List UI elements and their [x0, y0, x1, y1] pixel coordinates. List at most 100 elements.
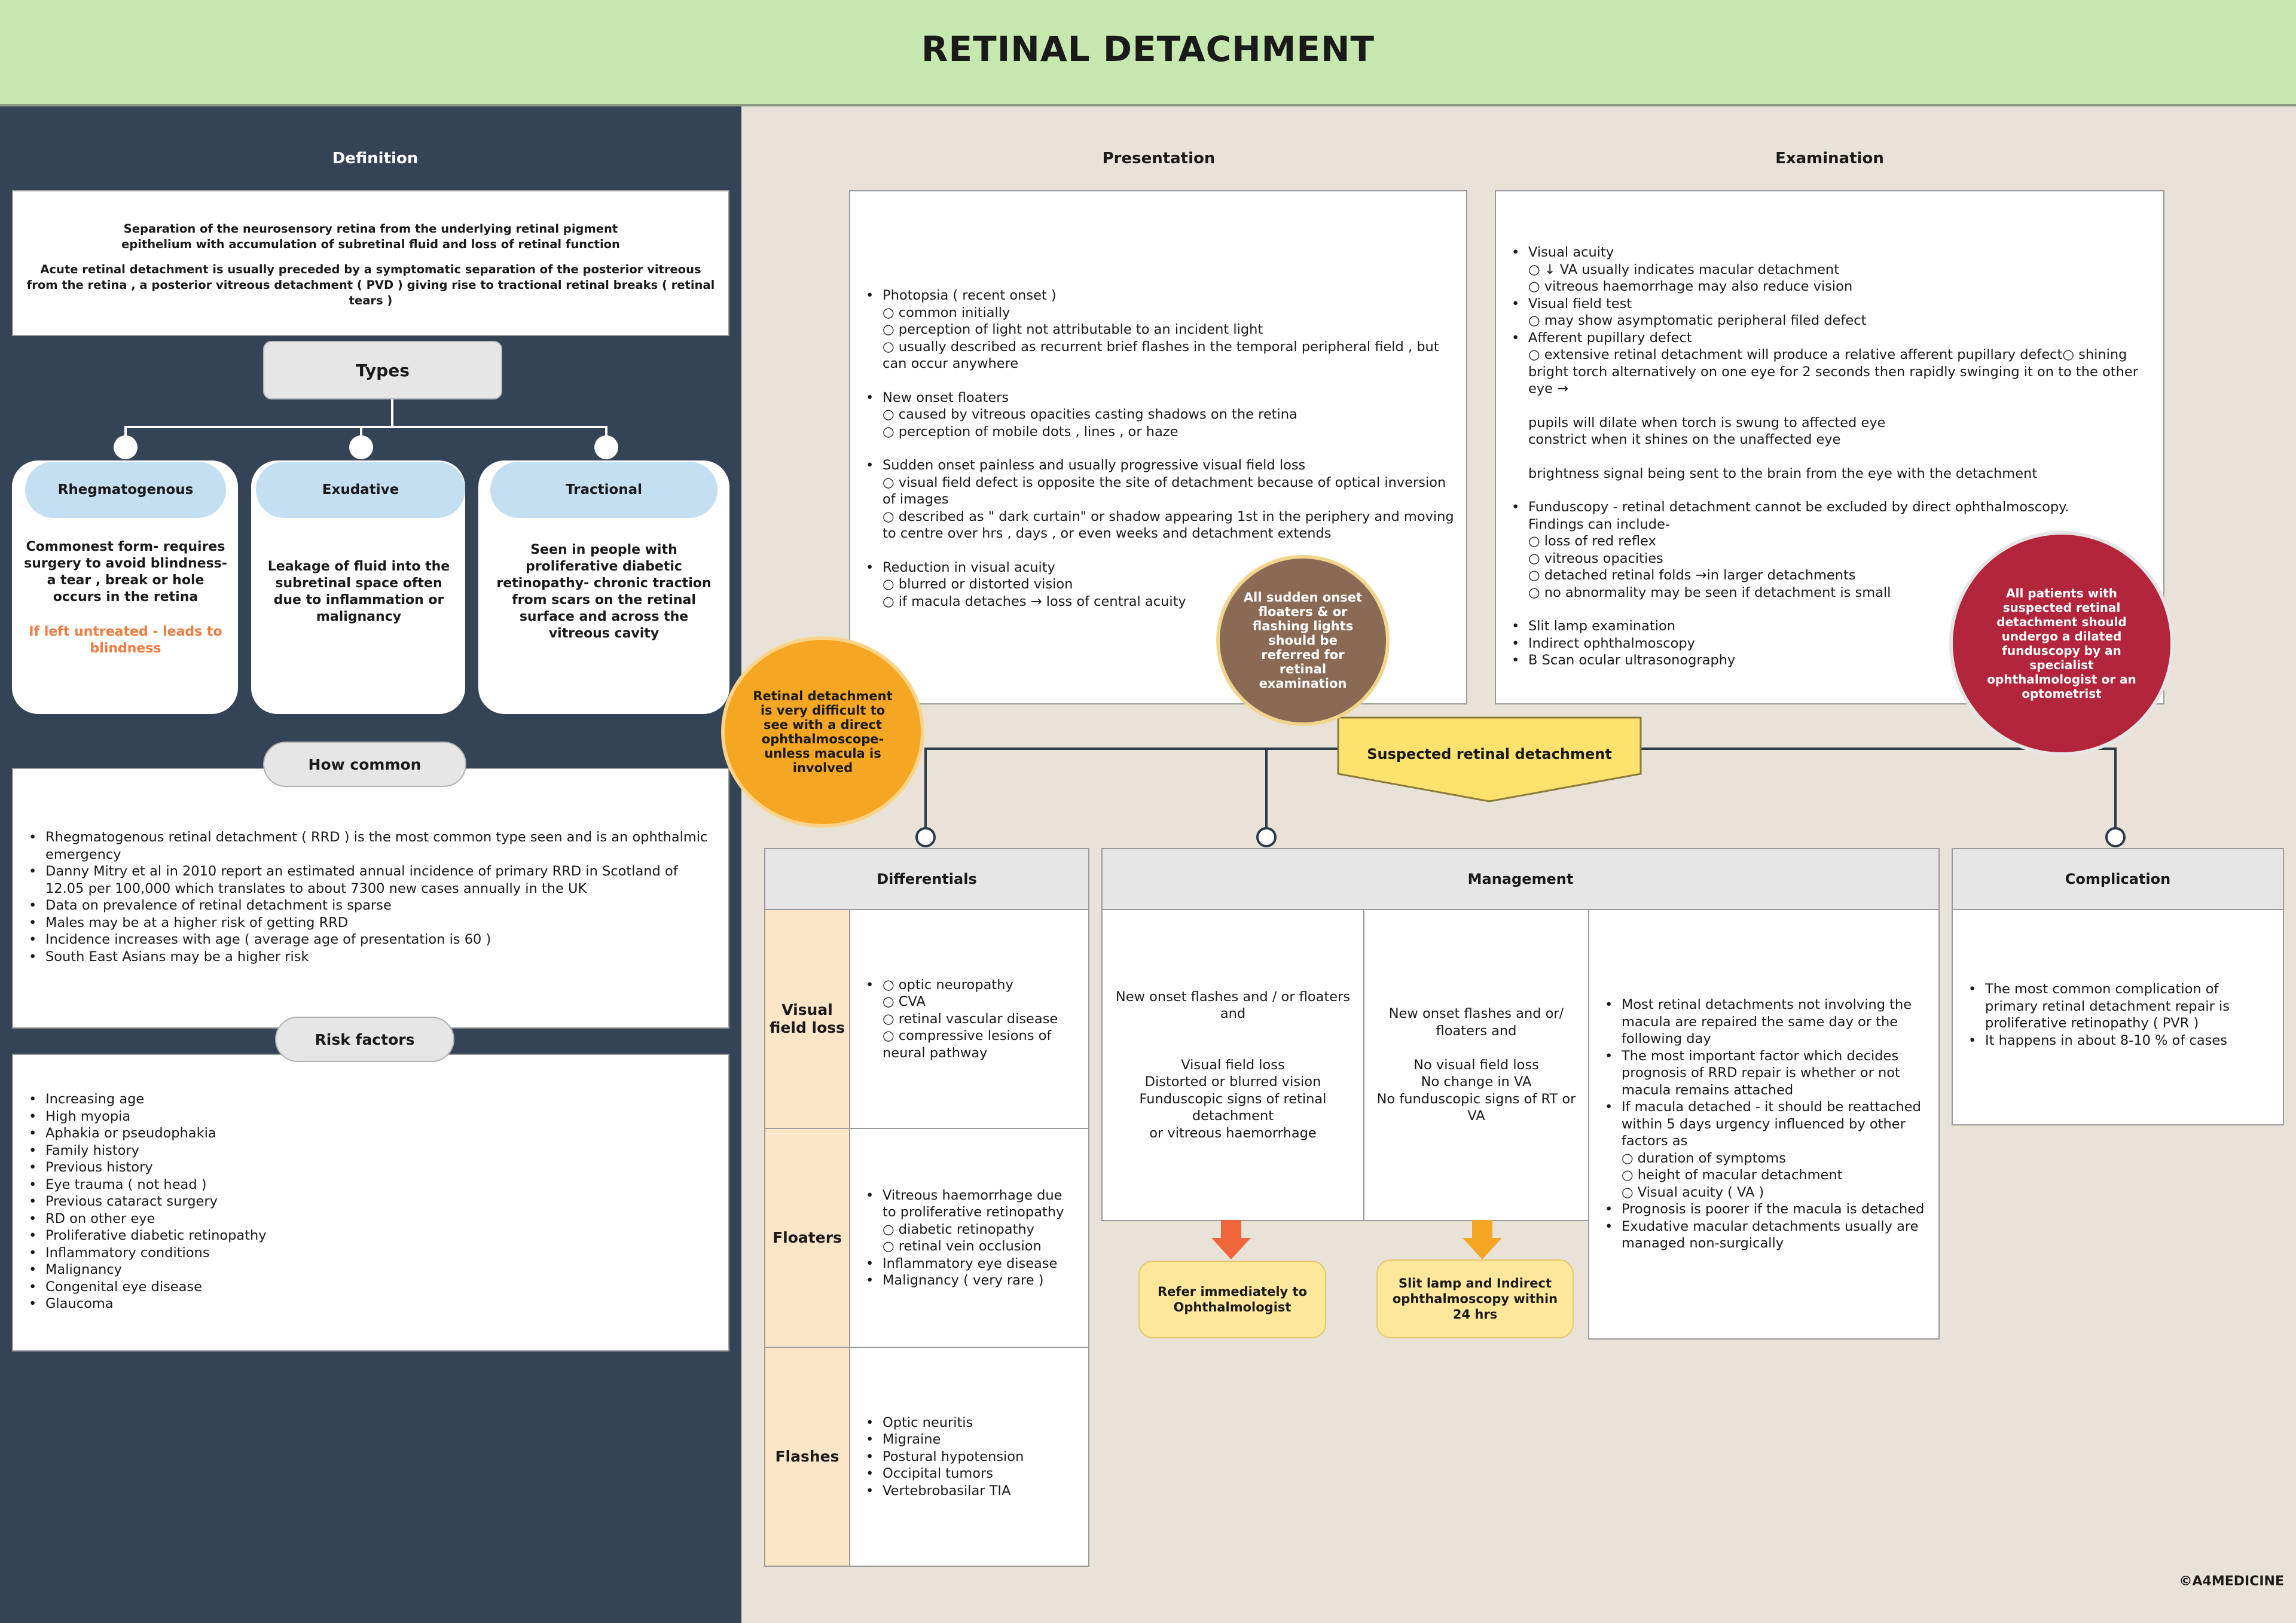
presentation-sub: ○ common initially [883, 304, 1010, 321]
management.col3-line: Prognosis is poorer if the macula is det… [1601, 1201, 1926, 1218]
management.col3-line: ○ Visual acuity ( VA ) [1622, 1184, 1764, 1200]
outcome-slit-lamp: Slit lamp and Indirect ophthalmoscopy wi… [1376, 1259, 1574, 1338]
risk-factor-item: RD on other eye [25, 1210, 716, 1228]
presentation-sub: ○ if macula detaches → loss of central a… [883, 593, 1186, 609]
type-rhegmatogenous-note: If left untreated - leads to blindness [29, 624, 222, 656]
spacer [862, 373, 1454, 389]
examination.lines-line: ○ detached retinal folds →in larger deta… [1528, 568, 1856, 583]
management.col3-line: Exudative macular detachments usually ar… [1601, 1218, 1926, 1252]
types-branch-right [605, 426, 607, 444]
differentials-row-label: Flashes [764, 1347, 850, 1567]
outcome-refer: Refer immediately to Ophthalmologist [1138, 1261, 1326, 1338]
risk-factors-heading: Risk factors [275, 1017, 454, 1062]
spacer [1508, 398, 2151, 414]
risk-factor-item: Proliferative diabetic retinopathy [25, 1227, 716, 1244]
complication-item: The most common complication of primary … [1965, 981, 2271, 1032]
presentation-item: Reduction in visual acuity [862, 559, 1454, 576]
differential-item: Migraine [862, 1431, 1024, 1448]
definition-line1: Separation of the neurosensory retina fr… [123, 222, 618, 236]
risk-factor-item: Congenital eye disease [25, 1279, 716, 1296]
risk-factors-box: Increasing age High myopia Aphakia or ps… [12, 1054, 729, 1352]
presentation-sub: ○ described as " dark curtain" or shadow… [883, 508, 1454, 542]
type-rhegmatogenous-text: Commonest form- requires surgery to avoi… [24, 539, 227, 605]
examination.lines-line: Slit lamp examination [1508, 618, 2151, 635]
connector-node-complication [2105, 827, 2126, 847]
presentation-heading: Presentation [1102, 150, 1216, 167]
presentation-sub: ○ blurred or distorted vision [883, 576, 1073, 592]
suspected-shape [1337, 716, 1642, 803]
examination.lines-line: Findings can include- [1528, 516, 1670, 532]
examination.lines-line: ○ vitreous opacities [1528, 550, 1663, 566]
management-col1: New onset flashes and / or floaters and … [1101, 909, 1364, 1221]
examination.lines-line: brightness signal being sent to the brai… [1528, 465, 2038, 481]
differentials-heading: Differentials [764, 848, 1089, 910]
examination.lines-line: ○ no abnormality may be seen if detachme… [1528, 584, 1891, 600]
how-common-item: Data on prevalence of retinal detachment… [25, 897, 716, 914]
types-heading: Types [263, 341, 502, 399]
differentials-row-label: Floaters [764, 1128, 850, 1348]
connector-node-management [1256, 827, 1277, 847]
suspected-label: Suspected retinal detachment [1367, 746, 1612, 762]
examination.lines-line: constrict when it shines on the unaffect… [1528, 432, 1841, 447]
risk-factor-item: Previous history [25, 1159, 716, 1176]
examination.lines-line: Visual field test [1508, 295, 2151, 313]
definition-box: Separation of the neurosensory retina fr… [12, 190, 729, 336]
how-common-item: Incidence increases with age ( average a… [25, 931, 716, 948]
examination.lines-line: ○ extensive retinal detachment will prod… [1528, 347, 2138, 396]
examination-list: Visual acuity○ ↓ VA usually indicates ma… [1508, 244, 2151, 669]
examination.lines-line: Visual acuity [1508, 244, 2151, 261]
risk-factor-item: Glaucoma [25, 1295, 716, 1313]
differential-item: Vertebrobasilar TIA [862, 1482, 1024, 1500]
presentation-sub: ○ perception of light not attributable t… [883, 322, 1263, 337]
risk-factor-item: Family history [25, 1142, 716, 1160]
management-col2: New onset flashes and or/ floaters and N… [1363, 909, 1589, 1221]
management-list: Most retinal detachments not involving t… [1601, 996, 1926, 1252]
spacer [862, 440, 1454, 457]
presentation-item: Sudden onset painless and usually progre… [862, 457, 1454, 474]
complication-box: The most common complication of primary … [1952, 909, 2284, 1125]
type-rhegmatogenous-label: Rhegmatogenous [25, 462, 226, 518]
examination.lines-line: ○ ↓ VA usually indicates macular detachm… [1528, 261, 1840, 277]
types-branch-left [124, 426, 127, 444]
management.col3-line: Most retinal detachments not involving t… [1601, 996, 1926, 1048]
how-common-list: Rhegmatogenous retinal detachment ( RRD … [25, 829, 716, 965]
connector-differentials [924, 748, 927, 832]
types-connector [391, 399, 393, 428]
presentation-list: Photopsia ( recent onset ) ○ common init… [862, 287, 1454, 610]
spacer [1508, 482, 2151, 499]
examination.lines-line: Indirect ophthalmoscopy [1508, 635, 2151, 652]
how-common-box: Rhegmatogenous retinal detachment ( RRD … [12, 768, 729, 1029]
types-branch-mid [360, 426, 362, 444]
differential-item: Occipital tumors [862, 1465, 1024, 1482]
arrow-down-icon [1463, 1220, 1502, 1259]
callout-orange: Retinal detachment is very difficult to … [721, 636, 924, 828]
definition-heading: Definition [332, 150, 419, 167]
examination.lines-line: Afferent pupillary defect [1508, 330, 2151, 347]
complication-item: It happens in about 8-10 % of cases [1965, 1032, 2271, 1050]
page-title: RETINAL DETACHMENT [921, 29, 1375, 69]
types-node-right [594, 435, 618, 459]
complication-heading: Complication [1952, 848, 2284, 910]
differential-item: ○ compressive lesions of neural pathway [883, 1028, 1052, 1061]
differential-item: Postural hypotension [862, 1448, 1024, 1466]
connector-node-differentials [915, 827, 936, 847]
differential-item: ○ retinal vascular disease [883, 1011, 1058, 1027]
differential-item: Inflammatory eye disease [862, 1255, 1076, 1273]
presentation-sub: ○ caused by vitreous opacities casting s… [883, 407, 1297, 422]
how-common-item: Rhegmatogenous retinal detachment ( RRD … [25, 829, 716, 863]
management.col3-line: If macula detached - it should be reatta… [1601, 1099, 1926, 1150]
differential-item: Optic neuritis [862, 1414, 1024, 1432]
risk-factors-list: Increasing age High myopia Aphakia or ps… [25, 1091, 716, 1313]
differentials-cell: Optic neuritis Migraine Postural hypoten… [849, 1347, 1089, 1567]
risk-factor-item: Malignancy [25, 1261, 716, 1279]
presentation-item: New onset floaters [862, 389, 1454, 407]
examination.lines-line: ○ may show asymptomatic peripheral filed… [1528, 313, 1867, 328]
risk-factor-item: Inflammatory conditions [25, 1244, 716, 1262]
presentation-sub: ○ perception of mobile dots , lines , or… [883, 423, 1178, 440]
differential-item: ○ CVA [883, 994, 926, 1010]
management-col3: Most retinal detachments not involving t… [1588, 909, 1940, 1340]
differential-item: ○ retinal vein occlusion [883, 1238, 1042, 1254]
how-common-item: South East Asians may be a higher risk [25, 948, 716, 966]
spacer [1508, 449, 2151, 465]
differentials-cell: ○ optic neuropathy ○ CVA ○ retinal vascu… [849, 909, 1089, 1129]
